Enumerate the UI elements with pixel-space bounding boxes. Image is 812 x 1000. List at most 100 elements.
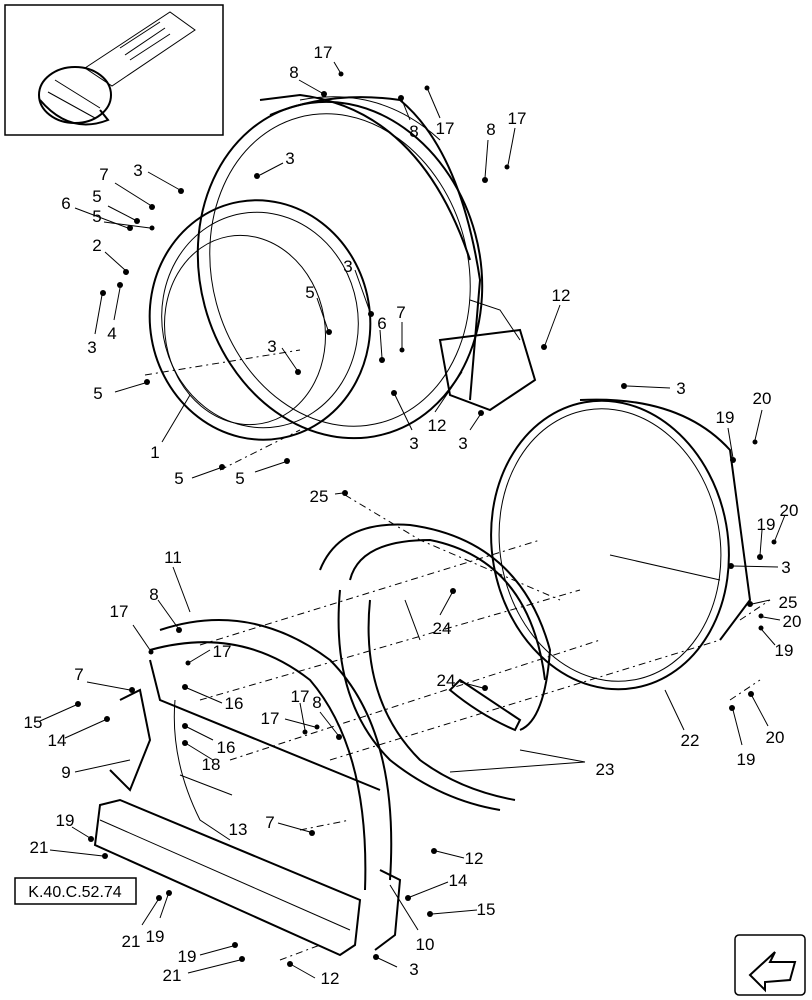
callout-label: 15 [477,900,496,919]
callout-label: 19 [178,947,197,966]
callout: 5 [92,187,140,224]
callout-label: 19 [716,408,735,427]
callout: 19 [757,515,775,560]
callout-label: 12 [465,849,484,868]
callout: 6 [377,314,387,363]
callout: 8 [398,95,419,141]
callout: 3 [458,410,484,453]
callout-label: 5 [92,207,101,226]
callout: 17 [185,642,231,666]
callout-label: 8 [409,122,418,141]
callout: 3 [267,337,301,375]
callout-label: 3 [409,960,418,979]
callout-label: 3 [343,257,352,276]
callout: 14 [48,716,110,750]
callout-label: 10 [416,935,435,954]
callout-label: 12 [552,286,571,305]
callout-label: 17 [291,687,310,706]
callout-label: 17 [261,709,280,728]
callout: 16 [182,723,235,757]
callout-label: 16 [217,738,236,757]
callout: 12 [287,961,339,988]
callout: 5 [93,379,150,403]
callout-label: 21 [30,838,49,857]
callout-label: 20 [780,501,799,520]
callout-label: 5 [305,283,314,302]
callout-label: 25 [310,487,329,506]
callout: 7 [396,303,406,353]
callout: 5 [305,283,332,335]
callout: 1 [150,394,191,462]
callout: 24 [437,671,488,691]
upper-housing [148,93,537,441]
callout-label: 3 [133,161,142,180]
callout-label: 14 [48,731,67,750]
next-page-arrow-icon[interactable] [734,934,806,996]
callout-label: 25 [779,593,798,612]
callout-label: 24 [433,619,452,638]
callout: 12 [541,286,570,350]
callout-label: 6 [377,314,386,333]
callout: 15 [427,900,495,919]
callout: 3 [87,290,106,357]
callout: 3 [254,149,295,179]
reference-code-box: K.40.C.52.74 [14,877,137,905]
callout: 7 [74,665,135,693]
callout: 3 [728,558,791,577]
callout: 3 [373,954,419,979]
callout: 19 [146,890,172,946]
callout-label: 20 [753,389,772,408]
callout: 7 [265,813,315,836]
callouts: 17 8 8 17 8 17 7 3 3 5 6 5 2 4 3 3 5 6 7… [24,43,802,988]
callout: 17 [314,43,344,77]
assembly-lines [144,349,771,961]
callout: 20 [758,612,801,631]
callout-label: 15 [24,713,43,732]
callout-label: 8 [289,63,298,82]
callout-label: 11 [164,548,182,567]
callout: 8 [482,120,496,183]
callout: 5 [235,458,290,488]
inset-thumbnail [4,4,224,136]
callout-label: 17 [508,109,527,128]
callout: 16 [182,684,243,713]
callout: 21 [30,838,108,859]
callout-label: 12 [321,969,340,988]
callout: 8 [312,693,342,740]
callout-label: 5 [174,469,183,488]
rings-23 [319,523,552,811]
callout-label: 13 [229,820,248,839]
callout-label: 7 [99,165,108,184]
callout: 5 [174,464,225,488]
callout: 15 [24,701,81,732]
callout: 19 [716,408,736,463]
callout-label: 9 [61,763,70,782]
callout-label: 5 [92,187,101,206]
callout-label: 12 [428,416,447,435]
callout-label: 17 [436,119,455,138]
callout: 17 [424,85,455,138]
callout-label: 14 [449,871,468,890]
callout: 20 [771,501,799,545]
callout: 14 [405,871,467,901]
callout: 6 [61,194,133,231]
callout: 3 [343,257,374,317]
callout-label: 3 [285,149,294,168]
callout-label: 3 [781,558,790,577]
callout: 3 [391,390,419,453]
callout: 2 [92,236,129,275]
callout: 22 [664,689,699,750]
callout: 3 [133,161,184,194]
callout: 4 [107,282,123,343]
callout-label: 7 [74,665,83,684]
callout-label: 8 [149,585,158,604]
callout-label: 21 [122,932,141,951]
lower-frame [93,619,402,957]
callout-label: 21 [163,966,182,985]
callout: 12 [431,848,483,868]
callout: 25 [310,487,348,506]
callout: 11 [164,548,191,613]
callout-label: 20 [766,728,785,747]
callout: 17 [504,109,527,170]
